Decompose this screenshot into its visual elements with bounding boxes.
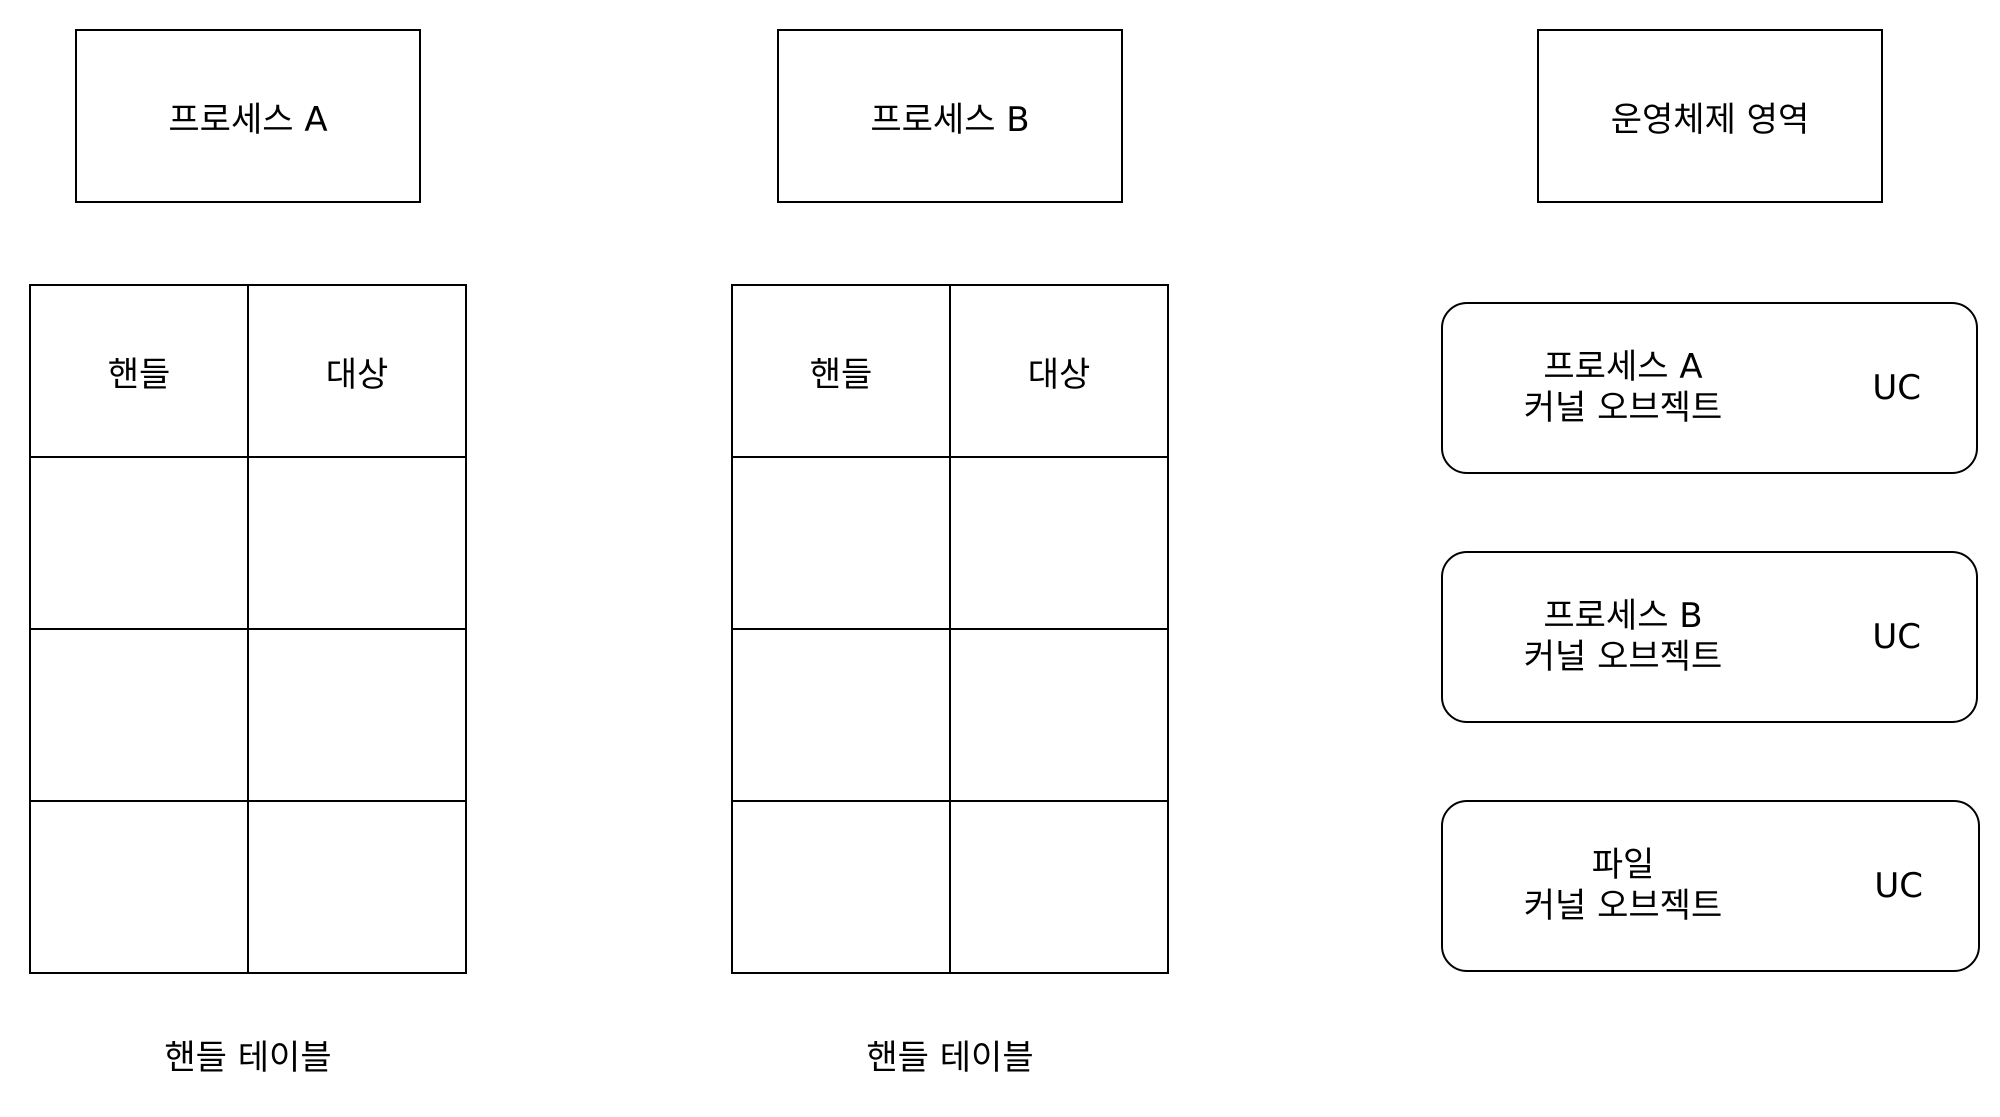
os-area-label: 운영체제 영역 — [1610, 99, 1810, 140]
table-b-caption: 핸들 테이블 — [866, 1038, 1034, 1078]
table-b-header-handle: 핸들 — [731, 284, 951, 458]
table-row — [731, 800, 1169, 974]
kernel-object-process-a: 프로세스 A 커널 오브젝트 UC — [1441, 302, 1978, 474]
kernel-object-file: 파일 커널 오브젝트 UC — [1441, 800, 1980, 972]
table-cell — [247, 800, 467, 974]
table-cell — [949, 800, 1169, 974]
kernel-object-name: 프로세스 A — [1543, 347, 1703, 387]
table-cell — [29, 628, 249, 802]
process-b-label: 프로세스 B — [870, 99, 1030, 140]
kernel-object-kind: 커널 오브젝트 — [1523, 886, 1723, 926]
handle-table-b: 핸들 대상 — [731, 284, 1169, 974]
table-cell — [731, 456, 951, 630]
table-cell — [29, 456, 249, 630]
kernel-object-label: 프로세스 A 커널 오브젝트 — [1443, 347, 1803, 429]
table-a-header-target: 대상 — [247, 284, 467, 458]
process-b-box: 프로세스 B — [777, 29, 1123, 203]
kernel-object-kind: 커널 오브젝트 — [1523, 637, 1723, 677]
table-b-header-target: 대상 — [949, 284, 1169, 458]
table-row — [731, 628, 1169, 802]
table-cell — [731, 628, 951, 802]
table-cell — [731, 800, 951, 974]
table-cell — [949, 456, 1169, 630]
kernel-object-process-b: 프로세스 B 커널 오브젝트 UC — [1441, 551, 1978, 723]
handle-table-a: 핸들 대상 — [29, 284, 467, 974]
table-a-header-handle: 핸들 — [29, 284, 249, 458]
kernel-object-label: 파일 커널 오브젝트 — [1443, 845, 1803, 927]
os-area-box: 운영체제 영역 — [1537, 29, 1883, 203]
kernel-object-label: 프로세스 B 커널 오브젝트 — [1443, 596, 1803, 678]
table-a-caption: 핸들 테이블 — [164, 1038, 332, 1078]
usage-count-label: UC — [1874, 866, 1923, 906]
table-row — [29, 456, 467, 630]
table-cell — [247, 456, 467, 630]
process-a-label: 프로세스 A — [168, 99, 328, 140]
table-cell — [247, 628, 467, 802]
kernel-object-name: 프로세스 B — [1543, 596, 1703, 636]
table-row — [29, 800, 467, 974]
table-row — [29, 628, 467, 802]
table-row — [731, 456, 1169, 630]
kernel-object-kind: 커널 오브젝트 — [1523, 388, 1723, 428]
usage-count-label: UC — [1872, 617, 1921, 657]
process-a-box: 프로세스 A — [75, 29, 421, 203]
table-cell — [949, 628, 1169, 802]
table-cell — [29, 800, 249, 974]
kernel-object-name: 파일 — [1591, 845, 1655, 885]
usage-count-label: UC — [1872, 368, 1921, 408]
